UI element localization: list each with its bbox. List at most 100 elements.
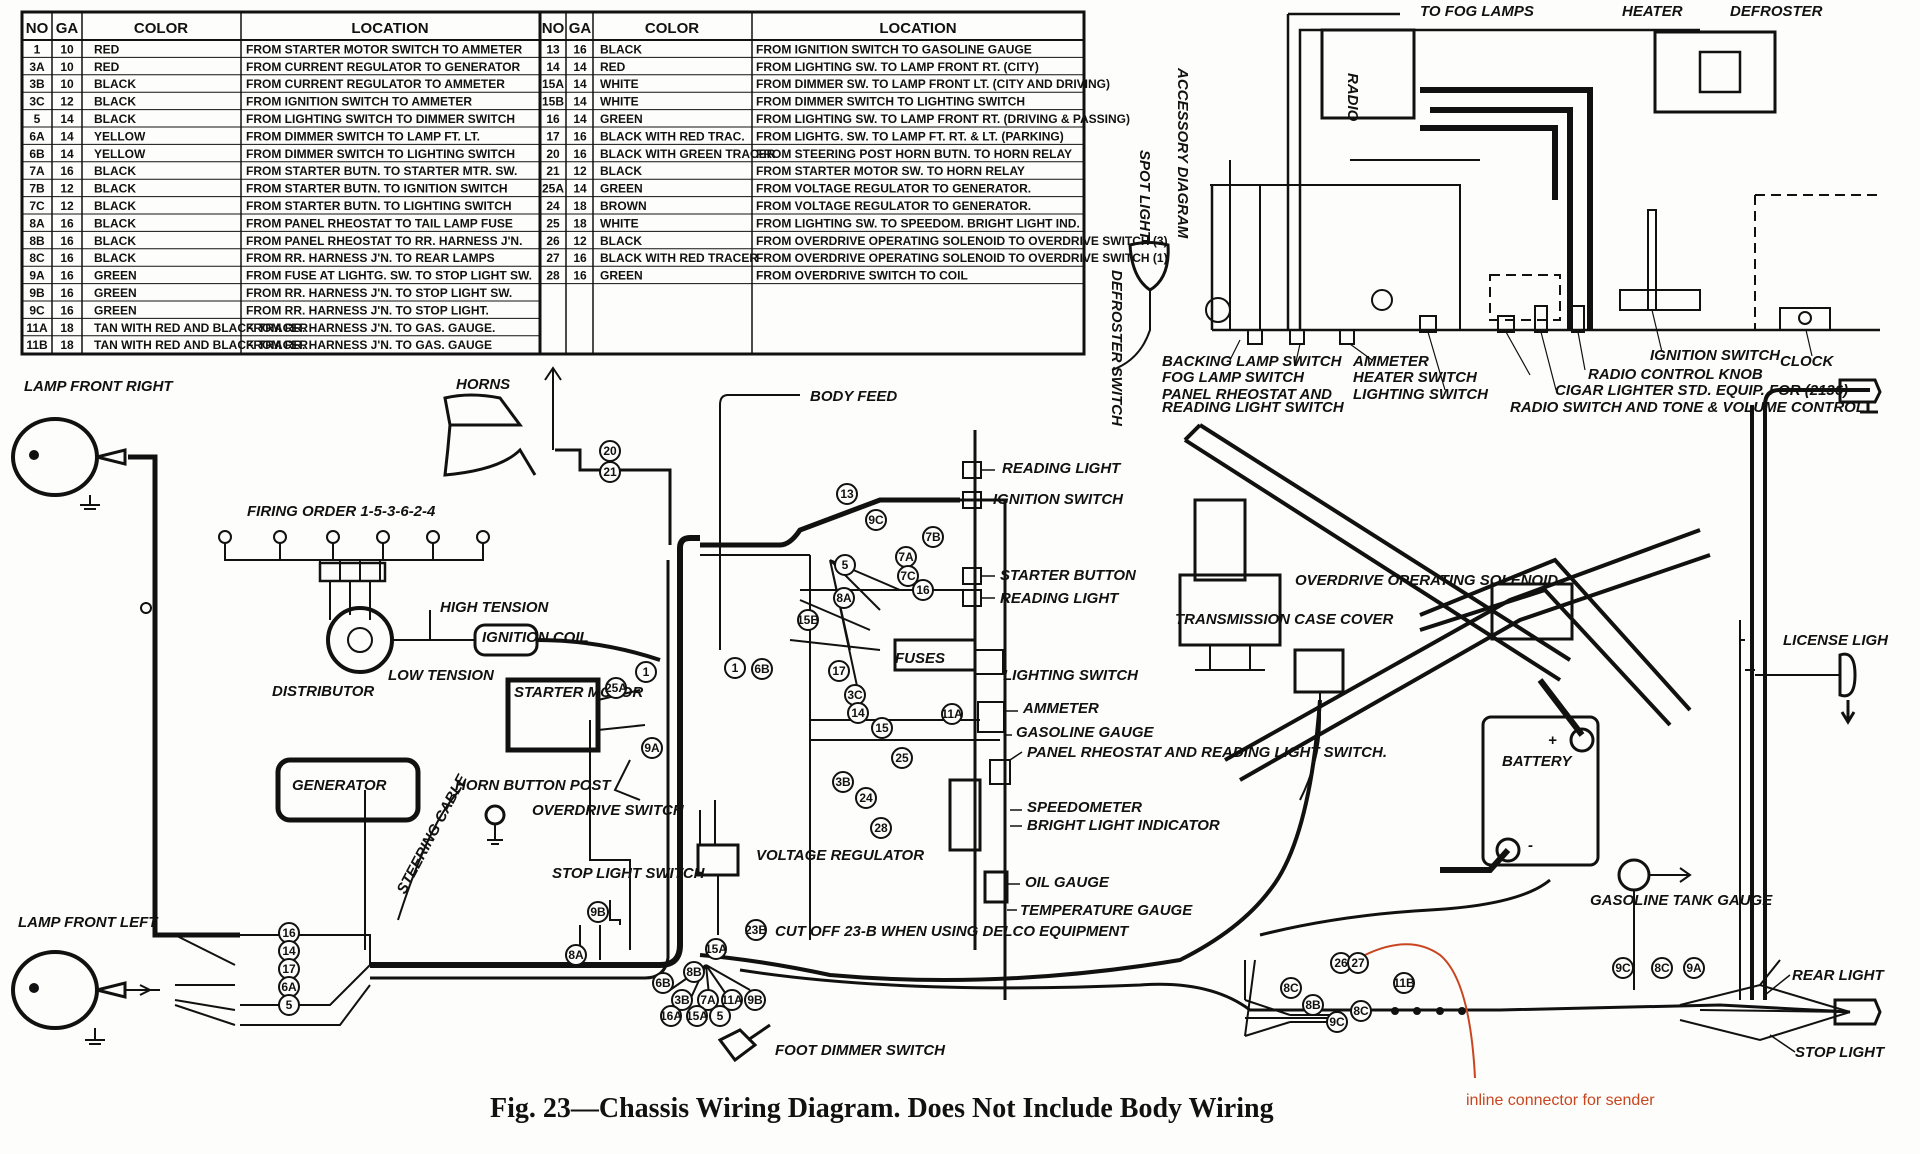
table-cell: GREEN [94,269,137,283]
table-cell: 3A [29,60,45,74]
radio-control-knob-label: RADIO CONTROL KNOB [1588,366,1763,383]
table-cell: WHITE [600,216,639,230]
wire-number-circle [1280,977,1302,999]
table-cell: BLACK [94,164,136,178]
gasoline-tank-gauge-label: GASOLINE TANK GAUGE [1590,892,1773,909]
table-cell: 12 [60,199,74,213]
wire-number-circle [1302,994,1324,1016]
table-cell: FROM OVERDRIVE SWITCH TO COIL [756,269,968,283]
table-header: LOCATION [351,20,428,37]
table-cell: 16 [60,286,74,300]
table-cell: FROM DIMMER SWITCH TO LAMP FT. LT. [246,129,480,143]
table-cell: 14 [60,147,74,161]
table-cell: 9A [29,269,45,283]
table-cell: RED [94,42,120,56]
wire-number-circle [671,989,693,1011]
wire-number-label: 15B [797,613,819,627]
table-cell: 14 [60,129,74,143]
table-cell: BROWN [600,199,647,213]
wire-number-label: 11B [1393,976,1415,990]
table-cell: BLACK [600,42,642,56]
wire-number-label: 3C [847,688,863,702]
defroster-label: DEFROSTER [1730,3,1823,20]
wire-number-circle [605,677,627,699]
table-cell: 12 [573,234,587,248]
wire-number-label: 7C [900,569,916,583]
lamp-front-right-label: LAMP FRONT RIGHT [24,378,174,395]
table-cell: 16 [60,234,74,248]
wire-number-label: 9C [1329,1015,1345,1029]
table-cell: GREEN [94,303,137,317]
firing-order-label: FIRING ORDER 1-5-3-6-2-4 [247,503,436,520]
reading-light-switch-label: READING LIGHT SWITCH [1162,399,1345,416]
table-cell: 14 [573,112,587,126]
table-cell: FROM CURRENT REGULATOR TO AMMETER [246,77,505,91]
wire-number-label: 25A [605,681,627,695]
wire-number-label: 6A [281,980,297,994]
wire-number-circle [641,737,663,759]
radio-switch-label: RADIO SWITCH AND TONE & VOLUME CONTROL [1510,399,1865,416]
table-header: GA [56,20,79,37]
fuses-label: FUSES [895,650,945,667]
connector-dots [1391,1007,1466,1015]
wire-number-label: 27 [1351,956,1365,970]
wire-number-circle [922,526,944,548]
table-cell: 12 [60,182,74,196]
wire-number-circle [599,461,621,483]
wire-number-circle [834,554,856,576]
table-cell: 11B [26,338,48,352]
wire-number-label: 8A [836,591,852,605]
table-cell: FROM DIMMER SW. TO LAMP FRONT LT. (CITY … [756,77,1110,91]
table-cell: BLACK WITH RED TRAC. [600,129,745,143]
table-cell: 14 [60,112,74,126]
table-cell: BLACK [94,234,136,248]
table-cell: 6A [29,129,45,143]
wire-number-label: 14 [282,944,296,958]
voltage-regulator-label: VOLTAGE REGULATOR [756,847,924,864]
wire-number-label: 11A [941,707,963,721]
table-cell: FROM IGNITION SWITCH TO GASOLINE GAUGE [756,42,1032,56]
table-cell: 7B [29,182,45,196]
table-cell: 27 [546,251,560,265]
table-cell: FROM DIMMER SWITCH TO LIGHTING SWITCH [246,147,515,161]
ammeter-label: AMMETER [1022,700,1099,717]
stop-light-label: STOP LIGHT [1795,1044,1886,1061]
wire-number-label: 15A [705,942,727,956]
table-cell: 12 [573,164,587,178]
table-cell: 8B [29,234,45,248]
table-cell: FROM LIGHTING SWITCH TO DIMMER SWITCH [246,112,515,126]
table-cell: 21 [546,164,560,178]
table-cell: FROM RR. HARNESS J'N. TO STOP LIGHT SW. [246,286,512,300]
table-cell: 28 [546,269,560,283]
wire-number-label: 15 [875,721,889,735]
wire-number-circle [870,817,892,839]
bright-light-indicator-label: BRIGHT LIGHT INDICATOR [1027,817,1220,834]
table-cell: BLACK [94,199,136,213]
table-cell: 15B [542,95,564,109]
table-cell: BLACK [600,234,642,248]
table-cell: FROM STARTER BUTN. TO LIGHTING SWITCH [246,199,512,213]
wire-number-circle [686,1005,708,1027]
heater-switch-label: HEATER SWITCH [1353,369,1478,386]
table-header: COLOR [645,20,699,37]
wire-number-label: 8B [686,965,702,979]
table-cell: 20 [546,147,560,161]
wire-number-circle [751,658,773,680]
table-cell: 10 [60,42,74,56]
fog-lamp-switch-label: FOG LAMP SWITCH [1162,369,1305,386]
accessory-diagram: ACCESSORY DIAGRAM TO FOG LAMPS HEATER DE… [1108,3,1880,427]
table-cell: WHITE [600,95,639,109]
table-cell: 16 [60,303,74,317]
table-cell: 16 [60,164,74,178]
table-cell: YELLOW [94,147,146,161]
table-cell: 7C [29,199,45,213]
table-cell: 3C [29,95,45,109]
wire-number-circle [1612,957,1634,979]
table-cell: FROM RR. HARNESS J'N. TO GAS. GAUGE [246,338,492,352]
table-cell: FROM VOLTAGE REGULATOR TO GENERATOR. [756,182,1031,196]
wire-number-circle [705,938,727,960]
panel-rheostat-accessory-label: PANEL RHEOSTAT AND [1162,386,1332,403]
table-cell: 14 [573,77,587,91]
starter-button-label: STARTER BUTTON [1000,567,1137,584]
battery-label: BATTERY [1502,753,1573,770]
